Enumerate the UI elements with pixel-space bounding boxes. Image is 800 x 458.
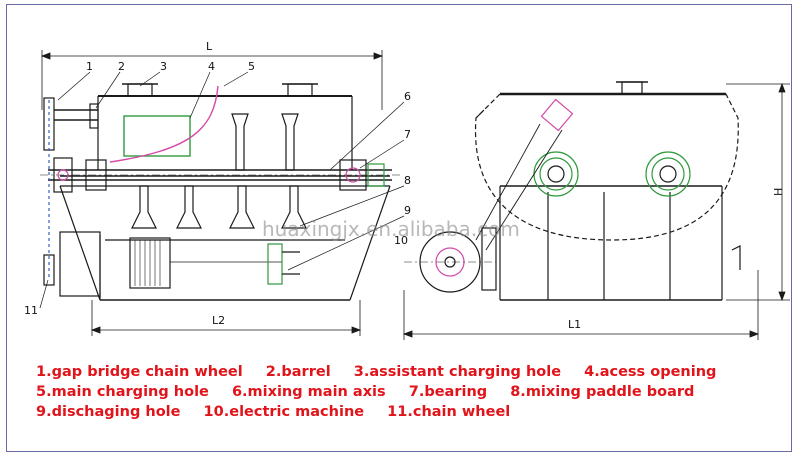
mixing-paddle-board xyxy=(131,185,307,229)
legend-item: 2.barrel xyxy=(265,364,331,380)
legend-item: 3.assistant charging hole xyxy=(353,364,562,380)
side-motor xyxy=(404,227,497,293)
callout-6: 6 xyxy=(404,90,411,103)
dimension-L2-label: L2 xyxy=(212,314,225,327)
legend-item: 1.gap bridge chain wheel xyxy=(36,364,243,380)
dimension-H xyxy=(726,82,790,302)
callout-8: 8 xyxy=(404,174,411,187)
callout-leaders-front xyxy=(39,71,405,309)
side-body xyxy=(499,185,723,301)
outer-frame xyxy=(6,4,792,452)
barrel xyxy=(59,95,391,301)
bearing-left xyxy=(53,157,107,193)
side-view xyxy=(402,81,790,340)
callout-3: 3 xyxy=(160,60,167,73)
dimension-L-label: L xyxy=(206,40,213,53)
legend-item: 8.mixing paddle board xyxy=(510,384,695,400)
dimension-H-label: H xyxy=(772,188,785,196)
legend-row-3: 9.dischaging hole 10.electric machine 11… xyxy=(36,402,776,422)
side-handle xyxy=(731,245,741,270)
side-feed-chute xyxy=(540,98,574,132)
electric-machine xyxy=(59,231,300,297)
legend: 1.gap bridge chain wheel 2.barrel 3.assi… xyxy=(36,362,776,422)
side-trough xyxy=(474,93,739,241)
mixer-engineering-drawing: 1 2 3 4 5 6 7 8 9 10 11 L L2 L1 H huaxin… xyxy=(24,40,790,340)
side-top-hole xyxy=(621,81,643,95)
legend-item: 5.main charging hole xyxy=(36,384,209,400)
callout-11: 11 xyxy=(24,304,38,317)
bearing-right xyxy=(339,159,385,191)
dimension-L1-label: L1 xyxy=(568,318,581,331)
callout-5: 5 xyxy=(248,60,255,73)
access-opening xyxy=(123,115,191,157)
mixing-paddles-upper xyxy=(231,113,299,171)
legend-item: 7.bearing xyxy=(408,384,488,400)
legend-item: 10.electric machine xyxy=(203,404,365,420)
main-charging-hole-top xyxy=(282,83,318,97)
legend-item: 11.chain wheel xyxy=(387,404,511,420)
legend-item: 4.acess opening xyxy=(584,364,717,380)
callout-2: 2 xyxy=(118,60,125,73)
callout-1: 1 xyxy=(86,60,93,73)
dimension-L xyxy=(40,50,384,110)
front-view xyxy=(39,50,405,336)
legend-row-1: 1.gap bridge chain wheel 2.barrel 3.assi… xyxy=(36,362,776,382)
side-axis-flange-right xyxy=(645,151,691,197)
side-axis-flange-left xyxy=(533,151,579,197)
watermark-text: huaxingjx.en.alibaba.com xyxy=(262,217,520,241)
gap-bridge-chain-wheel xyxy=(43,97,99,286)
dimension-L2 xyxy=(90,300,362,336)
assistant-charging-hole xyxy=(122,83,158,97)
dimension-L1 xyxy=(402,270,760,340)
callout-10: 10 xyxy=(394,234,408,247)
callout-7: 7 xyxy=(404,128,411,141)
legend-item: 6.mixing main axis xyxy=(231,384,386,400)
callout-9: 9 xyxy=(404,204,411,217)
legend-row-2: 5.main charging hole 6.mixing main axis … xyxy=(36,382,776,402)
legend-item: 9.dischaging hole xyxy=(36,404,181,420)
main-charging-curve xyxy=(109,85,219,163)
callout-4: 4 xyxy=(208,60,215,73)
